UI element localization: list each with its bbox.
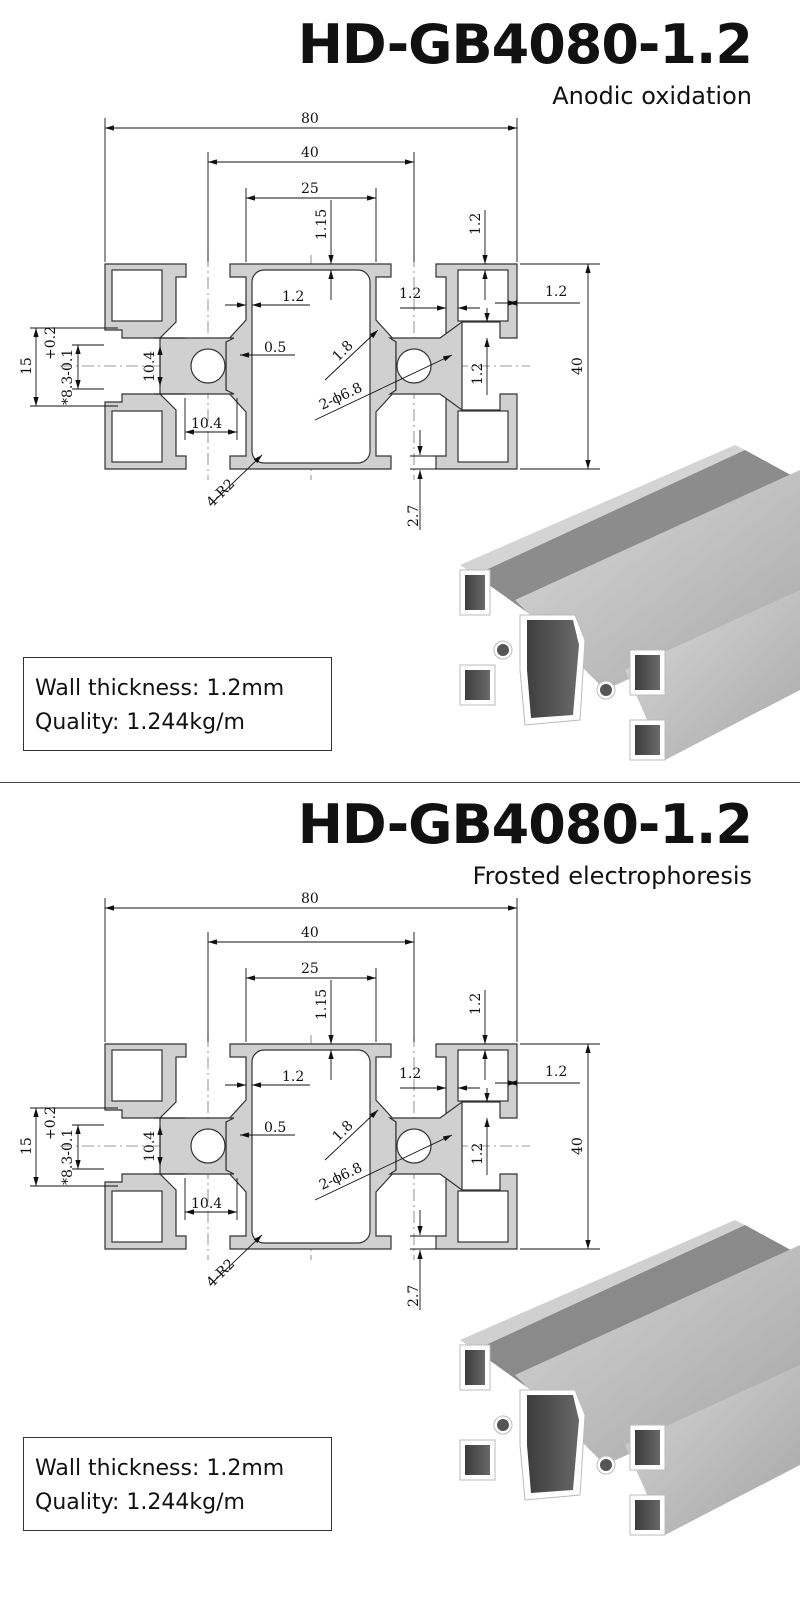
aluminum-profile-photo (459, 445, 800, 761)
finish-label: Frosted electrophoresis (472, 862, 752, 890)
dim-slot-wall-right: 1.2 (545, 1064, 567, 1080)
dim-overall-height: 40 (570, 1137, 586, 1155)
dim-center-width: 40 (301, 145, 319, 161)
product-section-anodic: HD-GB4080-1.2 Anodic oxidation (19, 13, 800, 761)
profile-cross-section-drawing: 80 40 25 1.15 1.2 1.2 1.2 1.2 1.2 40 0.5… (19, 111, 600, 530)
dim-tol-lower: *8.3-0.1 (60, 349, 76, 405)
dim-slot-wall-left: 1.2 (399, 1066, 421, 1082)
finish-label: Anodic oxidation (552, 82, 752, 110)
product-title: HD-GB4080-1.2 (297, 13, 753, 76)
dim-overall-width: 80 (301, 891, 319, 907)
dim-inner-width: 25 (301, 181, 319, 197)
dim-tol-upper: +0.2 (43, 326, 59, 360)
section-divider (0, 782, 800, 783)
dim-slot-wall-right: 1.2 (545, 284, 567, 300)
dim-slot-depth: 15 (19, 1137, 35, 1155)
dim-notch: 0.5 (264, 1120, 286, 1136)
dim-inner-width: 25 (301, 961, 319, 977)
dim-tol-lower: *8.3-0.1 (60, 1129, 76, 1185)
dim-slot-wall-top: 1.2 (468, 213, 484, 235)
dim-core-height: 10.4 (142, 1131, 158, 1162)
dim-lip: 2.7 (406, 505, 422, 527)
dim-core-width: 10.4 (191, 1196, 222, 1212)
dim-slot-wall-lower: 1.2 (470, 363, 486, 385)
dim-fillet: 4-R2 (204, 476, 239, 511)
dim-slot-wall-left: 1.2 (399, 286, 421, 302)
product-title: HD-GB4080-1.2 (297, 793, 753, 856)
dim-top-wall: 1.15 (314, 209, 330, 240)
dim-tol-upper: +0.2 (43, 1106, 59, 1140)
dim-fillet: 4-R2 (204, 1256, 239, 1291)
quality-spec: Quality: 1.244kg/m (35, 1490, 245, 1515)
dim-core-width: 10.4 (191, 416, 222, 432)
dim-lip: 2.7 (406, 1285, 422, 1307)
wall-thickness-spec: Wall thickness: 1.2mm (35, 676, 285, 701)
spec-box: Wall thickness: 1.2mm Quality: 1.244kg/m (23, 1437, 332, 1531)
dim-top-wall: 1.15 (314, 989, 330, 1020)
spec-box: Wall thickness: 1.2mm Quality: 1.244kg/m (23, 657, 332, 751)
dim-center-width: 40 (301, 925, 319, 941)
dim-slot-depth: 15 (19, 357, 35, 375)
wall-thickness-spec: Wall thickness: 1.2mm (35, 1456, 285, 1481)
dim-overall-width: 80 (301, 111, 319, 127)
dim-side-wall: 1.2 (282, 289, 304, 305)
aluminum-profile-photo (459, 1220, 800, 1536)
profile-cross-section-drawing: 80 40 25 1.15 1.2 1.2 1.2 1.2 1.2 40 0.5… (19, 891, 600, 1310)
dim-core-height: 10.4 (142, 351, 158, 382)
dim-side-wall: 1.2 (282, 1069, 304, 1085)
dim-slot-wall-lower: 1.2 (470, 1143, 486, 1165)
product-section-frosted: HD-GB4080-1.2 Frosted electrophoresis (0, 780, 800, 1580)
dim-slot-wall-top: 1.2 (468, 993, 484, 1015)
dim-notch: 0.5 (264, 340, 286, 356)
dim-overall-height: 40 (570, 357, 586, 375)
quality-spec: Quality: 1.244kg/m (35, 710, 245, 735)
